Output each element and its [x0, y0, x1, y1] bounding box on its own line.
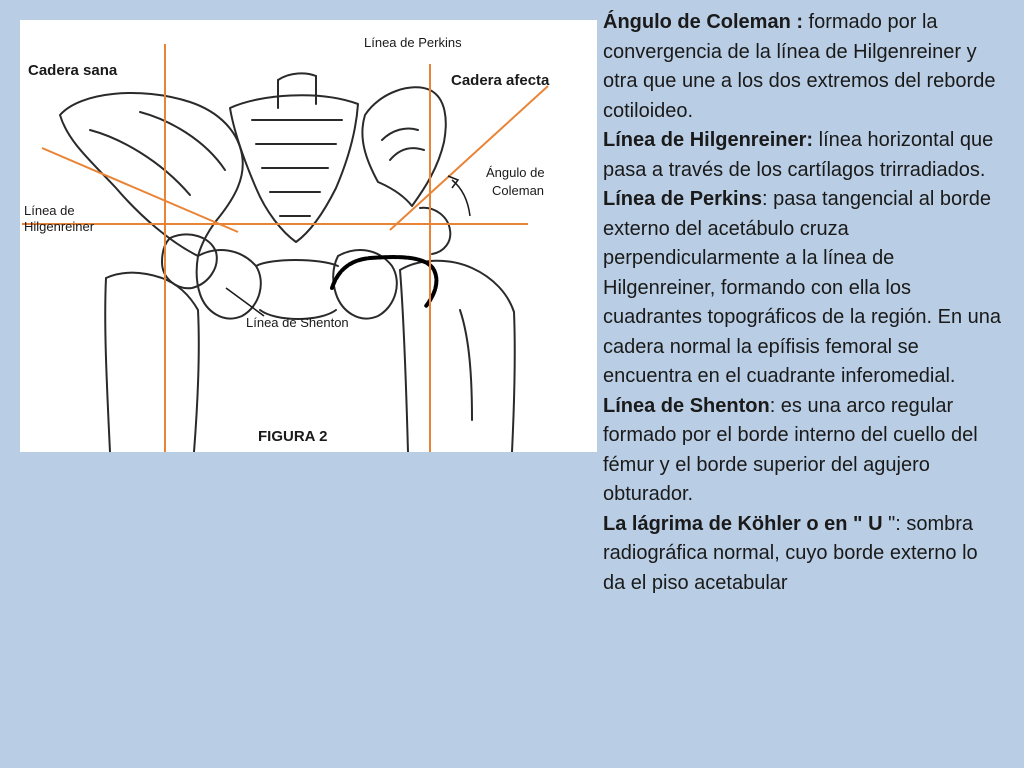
left-obturator: [195, 249, 262, 320]
label-angulo-coleman-line1: Ángulo de: [486, 165, 545, 180]
label-hilgenreiner-line2: Hilgenreiner: [24, 219, 95, 234]
shenton-leader: [225, 287, 265, 317]
definition-text: formado por la convergencia de la línea …: [603, 11, 996, 122]
definition-text: sombra radiográfica normal, cuyo borde e…: [603, 512, 978, 594]
definitions-text: Ángulo de Coleman : formado por la conve…: [603, 8, 1003, 598]
right-femoral-head: [419, 206, 452, 255]
left-iliac-wing: [59, 92, 244, 257]
label-cadera-sana: Cadera sana: [28, 62, 118, 79]
definition-sep: ":: [888, 512, 901, 535]
definition-hilgenreiner: Línea de Hilgenreiner: línea horizontal …: [603, 126, 1003, 185]
label-linea-shenton: Línea de Shenton: [246, 315, 349, 330]
shenton-arc: [330, 255, 439, 308]
definition-perkins: Línea de Perkins: pasa tangencial al bor…: [603, 185, 1003, 392]
term-shenton: Línea de Shenton: [603, 394, 770, 417]
definition-lagrima-kohler: La lágrima de Köhler o en " U ": sombra …: [603, 510, 1003, 599]
label-hilgenreiner-line1: Línea de: [24, 203, 75, 218]
pelvis-diagram: Cadera sana Línea de Perkins Cadera afec…: [20, 20, 597, 452]
right-iliac-wing: [361, 86, 447, 207]
term-perkins: Línea de Perkins: [603, 188, 762, 210]
pelvis-drawing: [22, 44, 549, 452]
figure-caption: FIGURA 2: [258, 428, 328, 445]
coleman-line-left: [41, 147, 239, 233]
definition-sep: :: [769, 394, 776, 417]
term-lagrima-kohler: La lágrima de Köhler o en " U: [603, 512, 889, 535]
coleman-line-right: [389, 85, 549, 231]
definition-text: pasa tangencial al borde externo del ace…: [603, 188, 1002, 387]
label-linea-perkins: Línea de Perkins: [364, 35, 462, 50]
right-femur: [399, 259, 516, 452]
coleman-angle-arc: [451, 179, 471, 217]
definition-text: es una arco regular formado por el borde…: [603, 394, 978, 506]
coleman-angle-arrow: [447, 175, 460, 189]
left-femur: [104, 271, 200, 452]
sacrum: [229, 94, 359, 243]
term-angulo-coleman: Ángulo de Coleman :: [603, 11, 803, 33]
label-cadera-afecta: Cadera afecta: [451, 72, 550, 89]
term-hilgenreiner: Línea de Hilgenreiner:: [603, 129, 814, 151]
left-femoral-head: [161, 233, 218, 290]
definition-text: línea horizontal que pasa a través de lo…: [603, 129, 994, 181]
label-angulo-coleman-line2: Coleman: [492, 183, 545, 198]
definition-angulo-coleman: Ángulo de Coleman : formado por la conve…: [603, 8, 1003, 126]
definition-shenton: Línea de Shenton: es una arco regular fo…: [603, 392, 1003, 510]
definition-sep: :: [761, 188, 768, 210]
